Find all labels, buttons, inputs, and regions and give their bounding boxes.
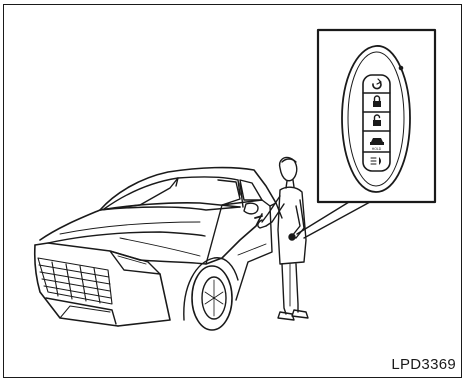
trunk-hold-caption: HOLD bbox=[372, 147, 382, 151]
headlights-icon bbox=[371, 157, 381, 165]
side-mirror bbox=[244, 203, 258, 214]
remote-start-icon bbox=[373, 79, 381, 89]
front-wheel bbox=[192, 266, 232, 330]
figure-code: LPD3369 bbox=[391, 356, 456, 373]
car-illustration bbox=[35, 168, 282, 330]
car-grille bbox=[38, 258, 112, 304]
indicator-led bbox=[399, 66, 402, 69]
person-illustration bbox=[258, 157, 308, 320]
callout-box bbox=[318, 30, 435, 202]
trunk-icon: HOLD bbox=[370, 138, 384, 151]
fob-in-hand bbox=[289, 234, 295, 240]
unlock-icon bbox=[373, 115, 381, 126]
key-fob: HOLD bbox=[342, 46, 410, 192]
lock-icon bbox=[373, 96, 381, 107]
key-fob-callout: HOLD bbox=[297, 30, 435, 238]
callout-pointer-right bbox=[304, 202, 370, 238]
